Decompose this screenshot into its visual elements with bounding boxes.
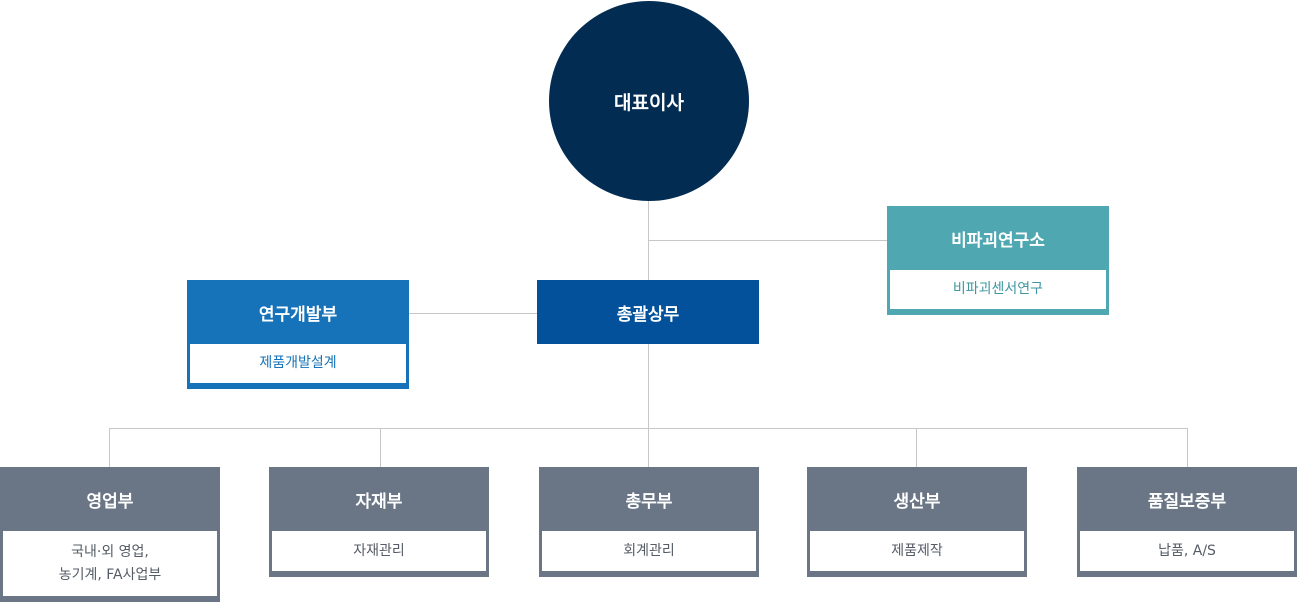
department-sales-node: 영업부 국내·외 영업, 농기계, FA사업부 bbox=[0, 467, 220, 602]
department-quality-title: 품질보증부 bbox=[1147, 491, 1227, 512]
general-manager-node: 총괄상무 bbox=[537, 280, 759, 344]
connector-drop-general-affairs bbox=[648, 428, 649, 467]
department-production-title: 생산부 bbox=[893, 491, 941, 512]
research-lab-title: 비파괴연구소 bbox=[951, 230, 1045, 251]
ceo-label: 대표이사 bbox=[614, 91, 684, 114]
connector-to-research-lab bbox=[648, 240, 887, 241]
department-general-affairs-node: 총무부 회계관리 bbox=[539, 467, 759, 577]
ceo-node: 대표이사 bbox=[549, 1, 749, 201]
general-manager-label: 총괄상무 bbox=[616, 304, 680, 325]
connector-drop-sales bbox=[109, 428, 110, 467]
connector-gm-down bbox=[648, 344, 649, 428]
department-general-affairs-desc: 회계관리 bbox=[542, 531, 756, 571]
rnd-node: 연구개발부 제품개발설계 bbox=[187, 280, 409, 389]
department-production-node: 생산부 제품제작 bbox=[807, 467, 1027, 577]
research-lab-node: 비파괴연구소 비파괴센서연구 bbox=[887, 206, 1109, 315]
rnd-desc: 제품개발설계 bbox=[190, 344, 406, 383]
department-materials-node: 자재부 자재관리 bbox=[269, 467, 489, 577]
rnd-title: 연구개발부 bbox=[258, 304, 338, 325]
department-sales-title: 영업부 bbox=[86, 491, 134, 512]
connector-drop-quality bbox=[1187, 428, 1188, 467]
connector-to-rnd bbox=[409, 313, 537, 314]
department-quality-node: 품질보증부 납품, A/S bbox=[1077, 467, 1297, 577]
department-general-affairs-title: 총무부 bbox=[625, 491, 673, 512]
connector-drop-materials bbox=[380, 428, 381, 467]
department-sales-desc: 국내·외 영업, 농기계, FA사업부 bbox=[3, 531, 217, 596]
research-lab-desc: 비파괴센서연구 bbox=[890, 270, 1106, 309]
department-quality-desc: 납품, A/S bbox=[1080, 531, 1294, 571]
department-materials-title: 자재부 bbox=[355, 491, 403, 512]
department-production-desc: 제품제작 bbox=[810, 531, 1024, 571]
connector-drop-production bbox=[916, 428, 917, 467]
department-materials-desc: 자재관리 bbox=[272, 531, 486, 571]
